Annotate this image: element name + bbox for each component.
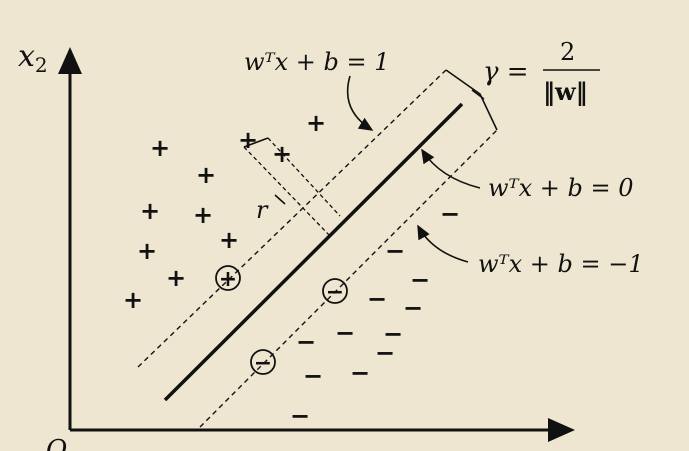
- positive-point: +: [150, 134, 170, 162]
- negative-point: −: [375, 339, 395, 367]
- axes: x2 O: [18, 39, 575, 451]
- negative-point: −: [403, 294, 423, 322]
- lower-margin-arrow: [417, 224, 469, 263]
- negative-point: −: [296, 328, 316, 356]
- positive-point: +: [306, 109, 326, 137]
- positive-point: +: [219, 226, 239, 254]
- support-vector-negative-ring: [322, 278, 348, 304]
- distance-bracket: [243, 137, 286, 205]
- separating-hyperplane: [163, 102, 464, 402]
- negative-point: −: [440, 200, 460, 228]
- lower-margin-line: [199, 129, 498, 428]
- positive-point: +: [193, 201, 213, 229]
- support-vector-negative: −: [254, 351, 272, 376]
- negative-point: −: [383, 320, 403, 348]
- margin-bracket-tick: [471, 89, 485, 100]
- equation-labels: wᵀx + b = 1 wᵀx + b = 0 wᵀx + b = −1 γ =…: [244, 38, 644, 278]
- negative-point: −: [303, 362, 323, 390]
- margin-bracket: [445, 69, 498, 131]
- support-vector-negative-ring: [250, 349, 276, 375]
- negative-point: −: [367, 285, 387, 313]
- origin-label: O: [46, 435, 67, 451]
- negative-point: −: [385, 237, 405, 265]
- upper-margin-equation: wᵀx + b = 1: [244, 48, 390, 76]
- upper-margin-arrow: [346, 75, 374, 131]
- positive-point: +: [123, 286, 143, 314]
- negative-points: − − − − − − − − − − − −: [290, 200, 460, 430]
- positive-point: +: [272, 140, 292, 168]
- lower-margin-equation: wᵀx + b = −1: [478, 250, 644, 278]
- distance-indicator: r: [243, 137, 341, 237]
- distance-line-bottom: [267, 137, 341, 217]
- hyperplane-equation: wᵀx + b = 0: [488, 174, 634, 202]
- hyperplane-arrow: [421, 148, 481, 189]
- hyperplanes: [137, 69, 498, 428]
- negative-point: −: [350, 359, 370, 387]
- positive-point: +: [196, 161, 216, 189]
- positive-point: +: [166, 264, 186, 292]
- support-vector-positive-ring: [215, 265, 241, 291]
- margin-formula-numerator: 2: [560, 38, 575, 66]
- positive-point: +: [140, 197, 160, 225]
- support-vectors: + − −: [215, 265, 348, 376]
- positive-point: +: [137, 237, 157, 265]
- negative-point: −: [335, 319, 355, 347]
- positive-points: + + + + + + + + + + +: [123, 109, 326, 314]
- negative-point: −: [290, 402, 310, 430]
- negative-point: −: [410, 266, 430, 294]
- distance-label: r: [256, 196, 269, 224]
- margin-formula-denominator: ‖w‖: [543, 77, 588, 106]
- margin-formula-lhs: γ =: [483, 57, 529, 87]
- annotation-arrows: [346, 75, 481, 263]
- support-vector-positive: +: [219, 267, 237, 292]
- margin-formula: γ = 2 ‖w‖: [483, 38, 600, 106]
- positive-point: +: [238, 126, 258, 154]
- support-vector-negative: −: [326, 280, 344, 305]
- y-axis-label: x2: [18, 39, 48, 77]
